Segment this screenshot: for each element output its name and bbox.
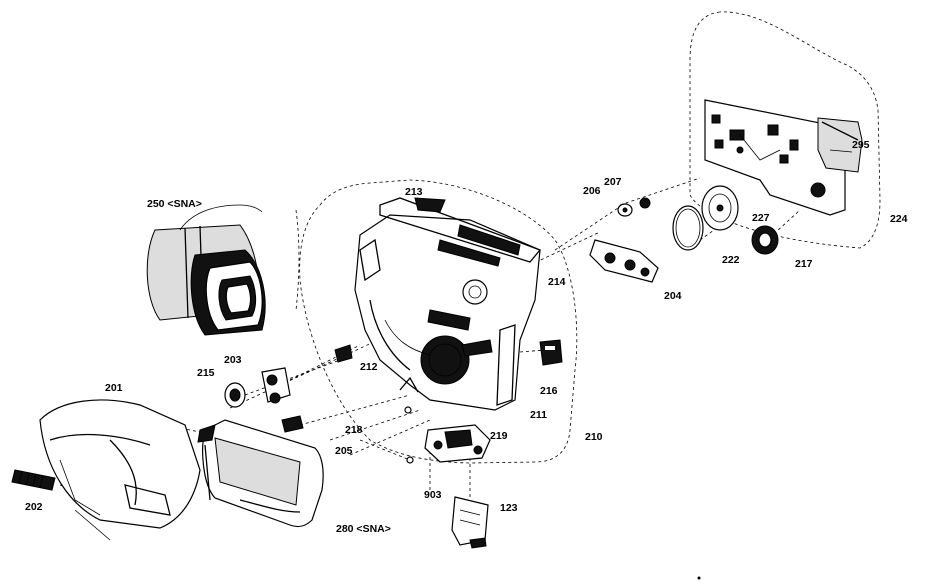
part-123-plate xyxy=(451,496,489,549)
label-210: 210 xyxy=(585,431,603,443)
stray-mark xyxy=(697,576,701,580)
label-201: 201 xyxy=(105,382,123,394)
label-280: 280 <SNA> xyxy=(336,523,391,535)
lens-group-outline xyxy=(295,209,300,311)
part-227-dial xyxy=(701,185,739,231)
label-211: 211 xyxy=(530,409,547,421)
label-216: 216 xyxy=(540,385,558,397)
part-205-block xyxy=(281,415,304,433)
label-214: 214 xyxy=(548,276,566,288)
part-210-main-frame xyxy=(354,197,542,411)
label-215: 215 xyxy=(197,367,215,379)
board-group-outline xyxy=(689,11,881,249)
part-203-bracket xyxy=(261,367,291,404)
frame-group-outline xyxy=(299,179,578,464)
part-215-ring xyxy=(224,382,246,408)
label-224: 224 xyxy=(890,213,908,225)
label-206: 206 xyxy=(583,185,601,197)
label-202: 202 xyxy=(25,501,43,513)
label-903: 903 xyxy=(424,489,442,501)
label-203: 203 xyxy=(224,354,242,366)
part-216-switch xyxy=(539,339,563,366)
label-212: 212 xyxy=(360,361,378,373)
label-219: 219 xyxy=(490,430,508,442)
label-123: 123 xyxy=(500,502,518,514)
label-222: 222 xyxy=(722,254,740,266)
label-218: 218 xyxy=(345,424,363,436)
label-217: 217 xyxy=(795,258,813,270)
part-204-switch-block xyxy=(589,239,659,283)
part-207-screw xyxy=(639,197,651,209)
part-217-gear xyxy=(751,225,779,255)
part-202-spring xyxy=(11,469,56,491)
part-201-side-cover xyxy=(39,399,201,541)
part-212-clip xyxy=(334,344,353,363)
part-219-bracket xyxy=(424,424,491,463)
part-206-washer xyxy=(617,203,633,217)
label-204: 204 xyxy=(664,290,682,302)
label-213: 213 xyxy=(405,186,423,198)
part-280-lcd-panel xyxy=(197,419,324,528)
part-222-ring xyxy=(672,205,704,251)
label-207: 207 xyxy=(604,176,622,188)
label-250: 250 <SNA> xyxy=(147,198,202,210)
label-295: 295 xyxy=(852,139,870,151)
label-227: 227 xyxy=(752,212,770,224)
part-250-lens-assembly xyxy=(146,204,266,336)
leader-lines xyxy=(59,177,801,506)
part-218-screws xyxy=(404,406,414,464)
label-205: 205 xyxy=(335,445,353,457)
part-295-connector xyxy=(817,117,863,173)
